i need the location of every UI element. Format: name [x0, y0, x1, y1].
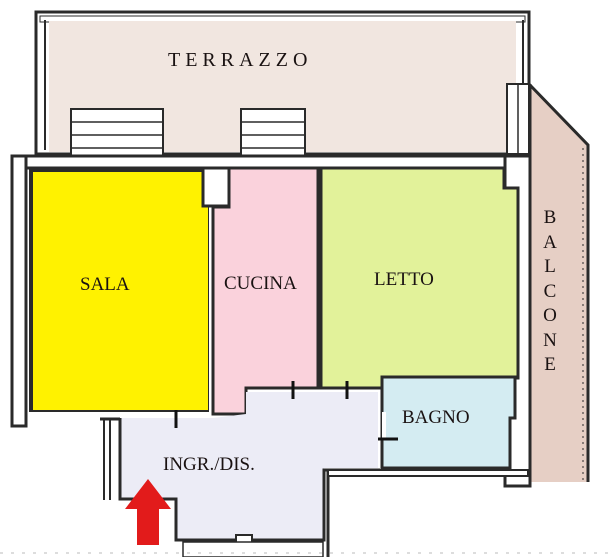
room-label-balcone: BALCONE: [543, 207, 557, 375]
room-label-sala: SALA: [80, 274, 130, 295]
room-label-cucina: CUCINA: [224, 273, 297, 294]
room-label-ingresso: INGR./DIS.: [163, 454, 255, 475]
room-label-terrazzo: TERRAZZO: [168, 49, 313, 71]
room-sala: [29, 168, 209, 412]
room-label-bagno: BAGNO: [402, 407, 470, 428]
room-label-letto: LETTO: [374, 269, 434, 290]
room-terrazzo: [34, 10, 531, 165]
lower-walls: [0, 469, 610, 554]
room-letto: [319, 166, 520, 390]
entrance-arrow-icon: [125, 479, 171, 545]
